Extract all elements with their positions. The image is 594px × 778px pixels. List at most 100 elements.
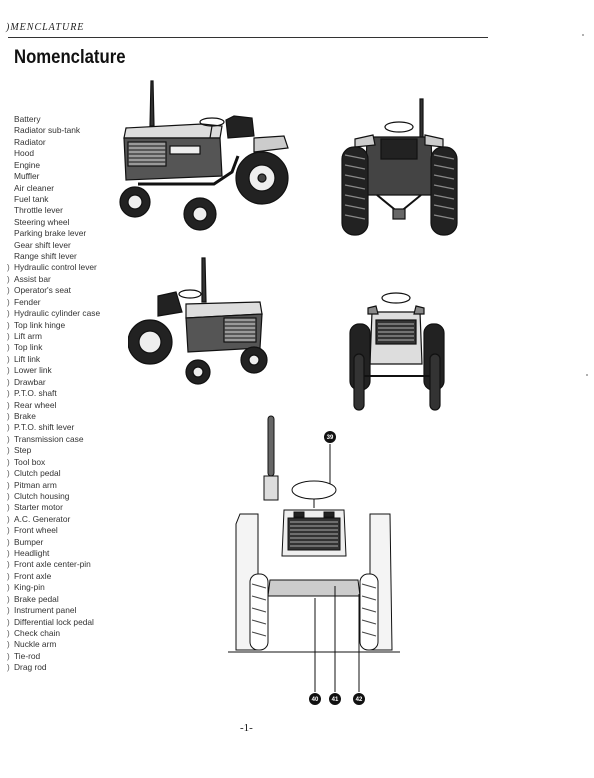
part-label: Clutch housing bbox=[14, 490, 70, 501]
tractor-front-callout-illustration: 39 40 41 42 bbox=[228, 415, 400, 705]
list-marker: ) bbox=[7, 274, 10, 284]
part-label: Check chain bbox=[14, 627, 61, 638]
part-label: Lift arm bbox=[14, 331, 42, 342]
list-marker: ) bbox=[7, 354, 10, 364]
part-item: ) Headlight bbox=[7, 548, 100, 559]
list-marker: ) bbox=[7, 526, 10, 536]
list-marker: ) bbox=[7, 320, 10, 330]
svg-text:42: 42 bbox=[356, 697, 363, 703]
list-marker: ) bbox=[7, 332, 10, 342]
part-item: ) Tool box bbox=[7, 457, 100, 468]
list-marker: ) bbox=[7, 537, 10, 547]
list-marker: ) bbox=[7, 309, 10, 319]
list-marker: ) bbox=[7, 469, 10, 479]
list-marker: ) bbox=[7, 571, 10, 581]
part-label: A.C. Generator bbox=[14, 513, 71, 524]
part-label: Brake bbox=[14, 410, 36, 421]
part-label: Range shift lever bbox=[14, 251, 77, 262]
part-label: Air cleaner bbox=[14, 182, 55, 193]
part-label: Steering wheel bbox=[14, 216, 70, 227]
callout-40: 40 bbox=[309, 693, 321, 705]
part-label: Operator's seat bbox=[14, 285, 71, 296]
list-marker: ) bbox=[7, 583, 10, 593]
part-label: Hood bbox=[14, 148, 35, 159]
list-marker: ) bbox=[7, 366, 10, 376]
list-marker: ) bbox=[7, 297, 10, 307]
part-item: )Rear wheel bbox=[7, 400, 100, 411]
list-marker: ) bbox=[7, 377, 10, 387]
part-item: Throttle lever bbox=[7, 205, 100, 216]
part-item: Battery bbox=[7, 114, 100, 125]
part-label: Radiator sub-tank bbox=[14, 125, 81, 136]
running-head: )MENCLATURE bbox=[6, 22, 85, 33]
part-label: Drawbar bbox=[14, 376, 46, 387]
part-item: )Pitman arm bbox=[7, 480, 100, 491]
part-item: )Clutch pedal bbox=[7, 468, 100, 479]
part-item: )Check chain bbox=[7, 628, 100, 639]
part-item: ) Lift arm bbox=[7, 331, 100, 342]
part-item: Gear shift lever bbox=[7, 240, 100, 251]
part-label: Step bbox=[14, 445, 32, 456]
part-label: Lower link bbox=[14, 365, 52, 376]
tractor-rear-illustration bbox=[341, 98, 458, 236]
part-item: ) A.C. Generator bbox=[7, 514, 100, 525]
part-item: )Hydraulic control lever bbox=[7, 262, 100, 273]
list-marker: ) bbox=[7, 423, 10, 433]
part-label: Fuel tank bbox=[14, 193, 49, 204]
list-marker: ) bbox=[7, 411, 10, 421]
list-marker: ) bbox=[7, 651, 10, 661]
part-item: )P.T.O. shaft bbox=[7, 388, 100, 399]
part-item: )Step bbox=[7, 445, 100, 456]
part-item: )Differential lock pedal bbox=[7, 617, 100, 628]
part-label: Battery bbox=[14, 114, 41, 124]
list-marker: ) bbox=[7, 503, 10, 513]
part-label: Nuckle arm bbox=[14, 639, 57, 650]
list-marker: ) bbox=[7, 560, 10, 570]
page-title: Nomenclature bbox=[14, 47, 126, 68]
list-marker: ) bbox=[7, 640, 10, 650]
part-label: Instrument panel bbox=[14, 605, 77, 616]
part-item: )Front axle center-pin bbox=[7, 559, 100, 570]
part-item: ) Lift link bbox=[7, 354, 100, 365]
part-item: )Assist bar bbox=[7, 274, 100, 285]
part-item: )Clutch housing bbox=[7, 491, 100, 502]
part-item: ) Front axle bbox=[7, 571, 100, 582]
part-label: Throttle lever bbox=[14, 205, 63, 216]
part-item: ) Hydraulic cylinder case bbox=[7, 308, 100, 319]
list-marker: ) bbox=[7, 434, 10, 444]
part-item: Parking brake lever bbox=[7, 228, 100, 239]
part-label: Tool box bbox=[14, 456, 46, 467]
part-label: King-pin bbox=[14, 582, 45, 593]
part-item: )Front wheel bbox=[7, 525, 100, 536]
part-label: Top link bbox=[14, 342, 43, 353]
list-marker: ) bbox=[7, 606, 10, 616]
list-marker: ) bbox=[7, 549, 10, 559]
part-item: )Bumper bbox=[7, 537, 100, 548]
part-label: Lift link bbox=[14, 353, 41, 364]
list-marker: ) bbox=[7, 514, 10, 524]
callout-41: 41 bbox=[329, 693, 341, 705]
part-item: ) Nuckle arm bbox=[7, 639, 100, 650]
part-item: ) Top link bbox=[7, 342, 100, 353]
list-marker: ) bbox=[7, 457, 10, 467]
part-item: ) Fender bbox=[7, 297, 100, 308]
part-label: Front axle bbox=[14, 570, 52, 581]
list-marker: ) bbox=[7, 343, 10, 353]
part-label: Transmission case bbox=[14, 433, 84, 444]
part-label: Fender bbox=[14, 296, 41, 307]
part-item: )Tie-rod bbox=[7, 651, 100, 662]
list-marker: ) bbox=[7, 286, 10, 296]
part-item: ) Operator's seat bbox=[7, 285, 100, 296]
header-rule bbox=[8, 37, 488, 38]
part-label: Hydraulic cylinder case bbox=[14, 308, 101, 319]
svg-text:41: 41 bbox=[332, 697, 339, 703]
part-label: Headlight bbox=[14, 548, 50, 559]
callout-42: 42 bbox=[353, 693, 365, 705]
tractor-left-front-illustration bbox=[119, 80, 289, 231]
page-number: -1- bbox=[240, 722, 253, 734]
part-item: Engine bbox=[7, 160, 100, 171]
part-item: Range shift lever bbox=[7, 251, 100, 262]
part-item: Radiator bbox=[7, 137, 100, 148]
scan-speck bbox=[586, 374, 588, 376]
